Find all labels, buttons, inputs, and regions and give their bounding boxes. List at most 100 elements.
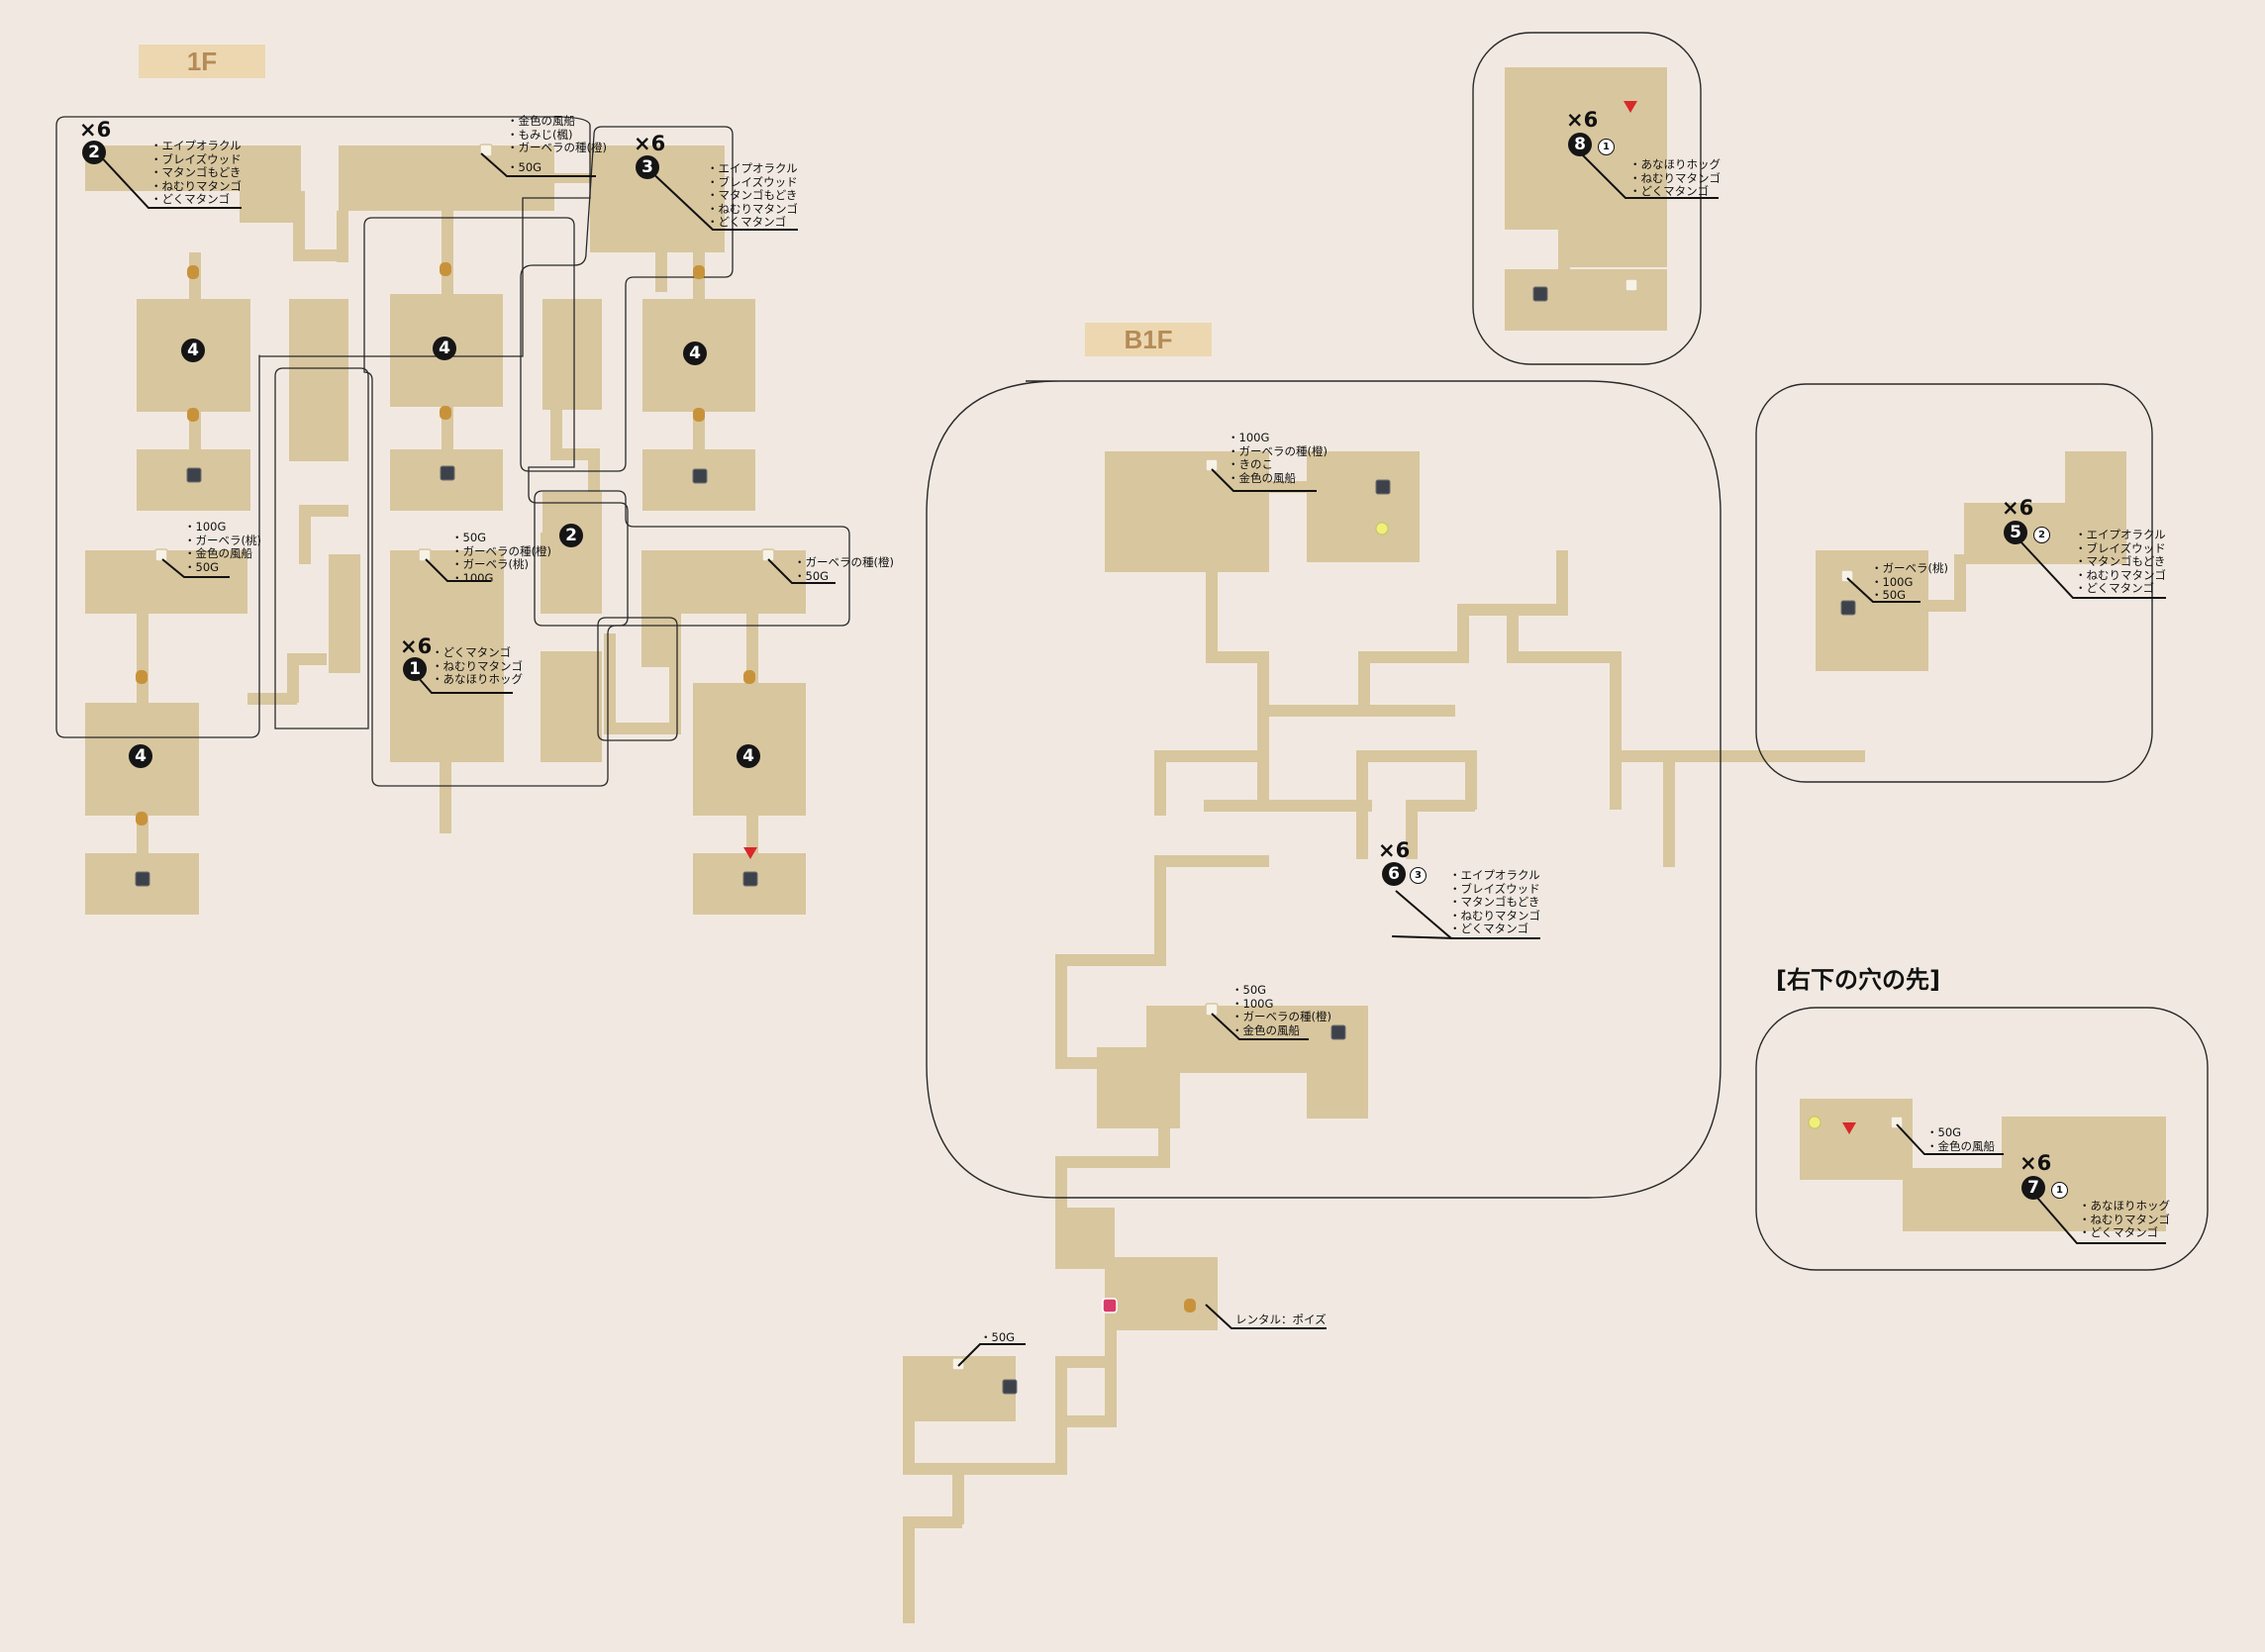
enemy-name: ・どくマタンゴ xyxy=(1449,922,1529,935)
enemy-name: ・エイプオラクル xyxy=(707,161,798,175)
stairs-icon xyxy=(1375,479,1391,495)
leader-lines xyxy=(94,149,2166,1367)
enemy-group-marker: 5 xyxy=(2004,521,2027,544)
treasure-item: ・ガーベラの種(橙) xyxy=(1228,443,1328,458)
door-icon xyxy=(693,265,705,279)
down-arrow-icon xyxy=(743,847,757,859)
treasure-list-t5: ・100G ・ガーベラの種(橙) ・きのこ ・金色の風船 xyxy=(1228,431,1328,485)
treasure-item: ・100G xyxy=(184,520,227,534)
room-marker: 4 xyxy=(181,339,205,362)
stairs-icon xyxy=(1002,1379,1018,1395)
stairs-icon xyxy=(1532,286,1548,302)
treasure-item: ・50G xyxy=(980,1330,1016,1344)
enemy-name: ・ねむりマタンゴ xyxy=(1629,170,1721,185)
enemy-list-g2: ・エイプオラクル ・ブレイズウッド ・マタンゴもどき ・ねむりマタンゴ ・どくマ… xyxy=(150,139,242,207)
rental-label: レンタル：ポイズ xyxy=(1235,1312,1327,1326)
rental-marker-icon xyxy=(1102,1298,1118,1313)
multiplier-label: ×6 xyxy=(634,132,666,155)
sparkle-markers xyxy=(1375,522,1822,1129)
treasure-item: ・50G xyxy=(451,531,487,544)
treasure-list-t2: ・100G ・ガーベラ(桃) ・金色の風船 ・50G xyxy=(184,520,261,574)
multiplier-label: ×6 xyxy=(1566,108,1599,132)
room-marker: 4 xyxy=(737,744,760,768)
treasure-list-t4: ・ガーベラの種(橙) ・50G xyxy=(794,555,894,583)
enemy-list-g5: ・エイプオラクル ・ブレイズウッド ・マタンゴもどき ・ねむりマタンゴ ・どくマ… xyxy=(2075,528,2166,596)
hole-arrows xyxy=(743,101,1856,1134)
treasure-item: ・100G xyxy=(1231,996,1274,1011)
stairs-icon xyxy=(1330,1024,1346,1040)
enemy-name: ・エイプオラクル xyxy=(1449,868,1540,882)
door-icon xyxy=(693,408,705,422)
treasure-item: ・金色の風船 xyxy=(1228,470,1296,485)
enemy-name: ・ブレイズウッド xyxy=(2075,540,2166,555)
treasure-icon xyxy=(1625,278,1638,292)
treasure-item: ・金色の風船 xyxy=(1231,1022,1300,1037)
room-marker: 4 xyxy=(129,744,152,768)
treasure-item: ・ガーベラ(桃) xyxy=(1871,561,1948,575)
region-label-bottom-right: [右下の穴の先] xyxy=(1776,966,1940,994)
multiplier-label: ×6 xyxy=(400,634,433,658)
enemy-name: ・ブレイズウッド xyxy=(1449,881,1540,896)
door-icon xyxy=(187,265,199,279)
enemy-group-marker: 1 xyxy=(403,657,427,681)
multiplier-label: ×6 xyxy=(2019,1151,2052,1175)
enemy-name: ・どくマタンゴ xyxy=(2075,581,2155,595)
area-outlines-1f xyxy=(55,116,850,787)
enemy-list-g1: ・どくマタンゴ ・ねむりマタンゴ ・あなほりホッグ xyxy=(432,645,523,687)
area-outline-bottom-right xyxy=(1755,1007,2209,1271)
enemy-group-marker: 7 xyxy=(2021,1176,2045,1200)
treasure-markers xyxy=(154,144,1904,1371)
treasure-item: ・50G xyxy=(794,568,830,583)
treasure-item: ・ガーベラ(桃) xyxy=(451,557,529,571)
door-icon xyxy=(743,670,755,684)
enemy-name: ・どくマタンゴ xyxy=(150,192,231,206)
treasure-item: ・100G xyxy=(1228,431,1270,444)
enemy-list-g6: ・エイプオラクル ・ブレイズウッド ・マタンゴもどき ・ねむりマタンゴ ・どくマ… xyxy=(1449,868,1540,936)
stairs-icon xyxy=(186,467,202,483)
enemy-sub-marker: 1 xyxy=(2051,1182,2068,1199)
stairs-icon xyxy=(692,468,708,484)
treasure-item: ・ガーベラの種(橙) xyxy=(794,555,894,569)
enemy-group-marker: 6 xyxy=(1382,862,1406,886)
room-marker: 4 xyxy=(683,341,707,365)
enemy-name: ・ねむりマタンゴ xyxy=(150,178,242,193)
room-marker: 4 xyxy=(433,337,456,360)
treasure-item: ・ガーベラの種(橙) xyxy=(1231,1010,1331,1023)
enemy-name: ・あなほりホッグ xyxy=(1629,157,1721,171)
enemy-group-marker: 3 xyxy=(636,155,659,179)
enemy-name: ・マタンゴもどき xyxy=(150,165,242,179)
door-icon xyxy=(136,812,148,826)
floor-label-1f: 1F xyxy=(139,45,265,78)
treasure-item: ・50G xyxy=(1231,983,1267,997)
stairs-icon xyxy=(742,871,758,887)
sparkle-icon xyxy=(1375,522,1389,535)
treasure-icon xyxy=(761,548,775,562)
door-icon xyxy=(440,406,451,420)
enemy-name: ・ねむりマタンゴ xyxy=(2075,567,2166,582)
enemy-name: ・ねむりマタンゴ xyxy=(707,201,798,216)
door-icon xyxy=(440,262,451,276)
enemy-name: ・あなほりホッグ xyxy=(2079,1199,2170,1213)
treasure-item: ・50G xyxy=(507,159,542,174)
treasure-item: ・50G xyxy=(1871,588,1907,602)
treasure-item: ・もみじ(楓) xyxy=(507,127,573,142)
treasure-item: ・ガーベラ(桃) xyxy=(184,533,261,547)
enemy-name: ・マタンゴもどき xyxy=(707,188,798,202)
treasure-icon xyxy=(1205,1003,1219,1017)
treasure-item: ・ガーベラの種(橙) xyxy=(451,543,551,558)
treasure-item: ・金色の風船 xyxy=(507,114,575,128)
treasure-item: ・50G xyxy=(1926,1125,1962,1139)
treasure-list-t3: ・50G ・ガーベラの種(橙) ・ガーベラ(桃) ・100G xyxy=(451,531,551,585)
area-outline-b1f xyxy=(926,380,1722,1199)
treasure-list-t7: ・50G xyxy=(980,1330,1016,1345)
enemy-list-g7: ・あなほりホッグ ・ねむりマタンゴ ・どくマタンゴ xyxy=(2079,1199,2170,1240)
treasure-icon xyxy=(1840,569,1854,583)
down-arrow-icon xyxy=(1842,1122,1856,1134)
treasure-icon xyxy=(1890,1116,1904,1129)
treasure-icon xyxy=(479,144,493,157)
down-arrow-icon xyxy=(1624,101,1637,113)
door-markers xyxy=(136,262,1196,1312)
treasure-list-t8: ・ガーベラ(桃) ・100G ・50G xyxy=(1871,561,1948,603)
enemy-name: ・ブレイズウッド xyxy=(707,174,798,189)
